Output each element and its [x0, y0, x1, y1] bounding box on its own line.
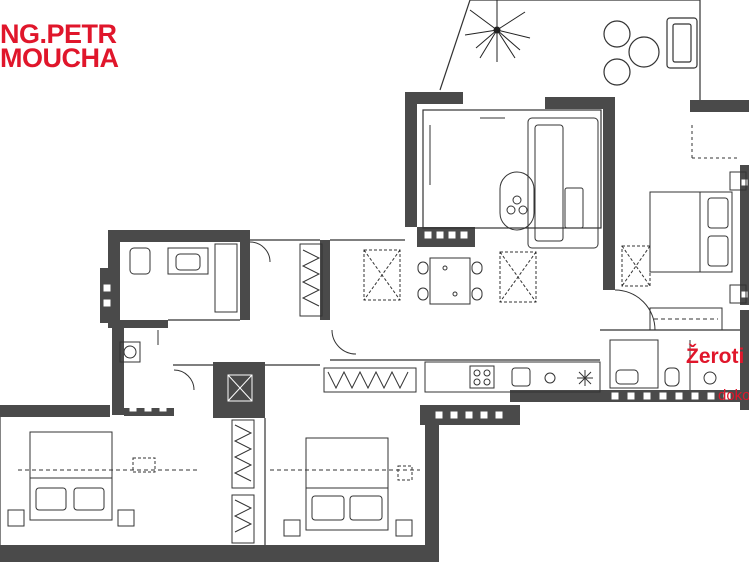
bed-icon	[649, 191, 733, 273]
dining-table-icon	[417, 257, 483, 305]
nightstand-icon	[729, 171, 747, 191]
washer-icon	[119, 341, 141, 363]
brand-logo-line2: MOUCHA	[0, 43, 119, 73]
sofa-icon	[527, 117, 599, 249]
right-bathroom	[609, 339, 717, 390]
toilet-icon	[129, 247, 151, 275]
sparkle-icon	[577, 370, 593, 386]
shaft	[227, 374, 253, 402]
bathtub-icon	[214, 243, 238, 313]
brand-logo-line1: NG.PETR	[0, 19, 117, 49]
wardrobe-icon	[649, 307, 723, 331]
pendant-light-icon	[363, 245, 651, 303]
bed-icon	[29, 431, 113, 521]
laundry	[119, 330, 195, 391]
door-swing	[614, 289, 656, 331]
walls	[0, 92, 749, 562]
top-left-bathroom	[129, 241, 271, 313]
bed-icon	[305, 437, 389, 531]
stove-icon	[469, 365, 495, 389]
kitchen	[424, 361, 601, 393]
nightstand-icon	[729, 284, 747, 304]
brand-logo: NG.PETR MOUCHA	[0, 19, 119, 73]
sink-icon	[615, 369, 639, 385]
caption-title: Žeroti	[686, 345, 745, 368]
appliance-icon	[544, 372, 556, 384]
plant-icon	[464, 0, 531, 62]
toilet-icon	[664, 367, 680, 387]
coffee-table-icon	[499, 171, 535, 231]
caption-subtitle: doko	[718, 387, 749, 404]
nightstand-icon	[283, 519, 301, 537]
right-bedroom	[614, 125, 747, 331]
left-bedroom	[7, 431, 200, 527]
hallway-wardrobes	[231, 243, 417, 544]
terrace	[439, 0, 701, 100]
terrace-chair-icon	[603, 58, 631, 86]
nightstand-icon	[395, 519, 413, 537]
nightstand-icon	[117, 509, 135, 527]
middle-bedroom	[270, 329, 420, 537]
terrace-chair-icon	[603, 20, 631, 48]
shower-icon	[703, 371, 717, 385]
terrace-table-icon	[628, 36, 660, 68]
sink-icon	[167, 247, 209, 275]
window-markers	[103, 179, 748, 419]
living-room	[363, 117, 651, 305]
nightstand-icon	[7, 509, 25, 527]
kitchen-sink-icon	[511, 367, 531, 387]
terrace-sofa-icon	[666, 17, 698, 69]
